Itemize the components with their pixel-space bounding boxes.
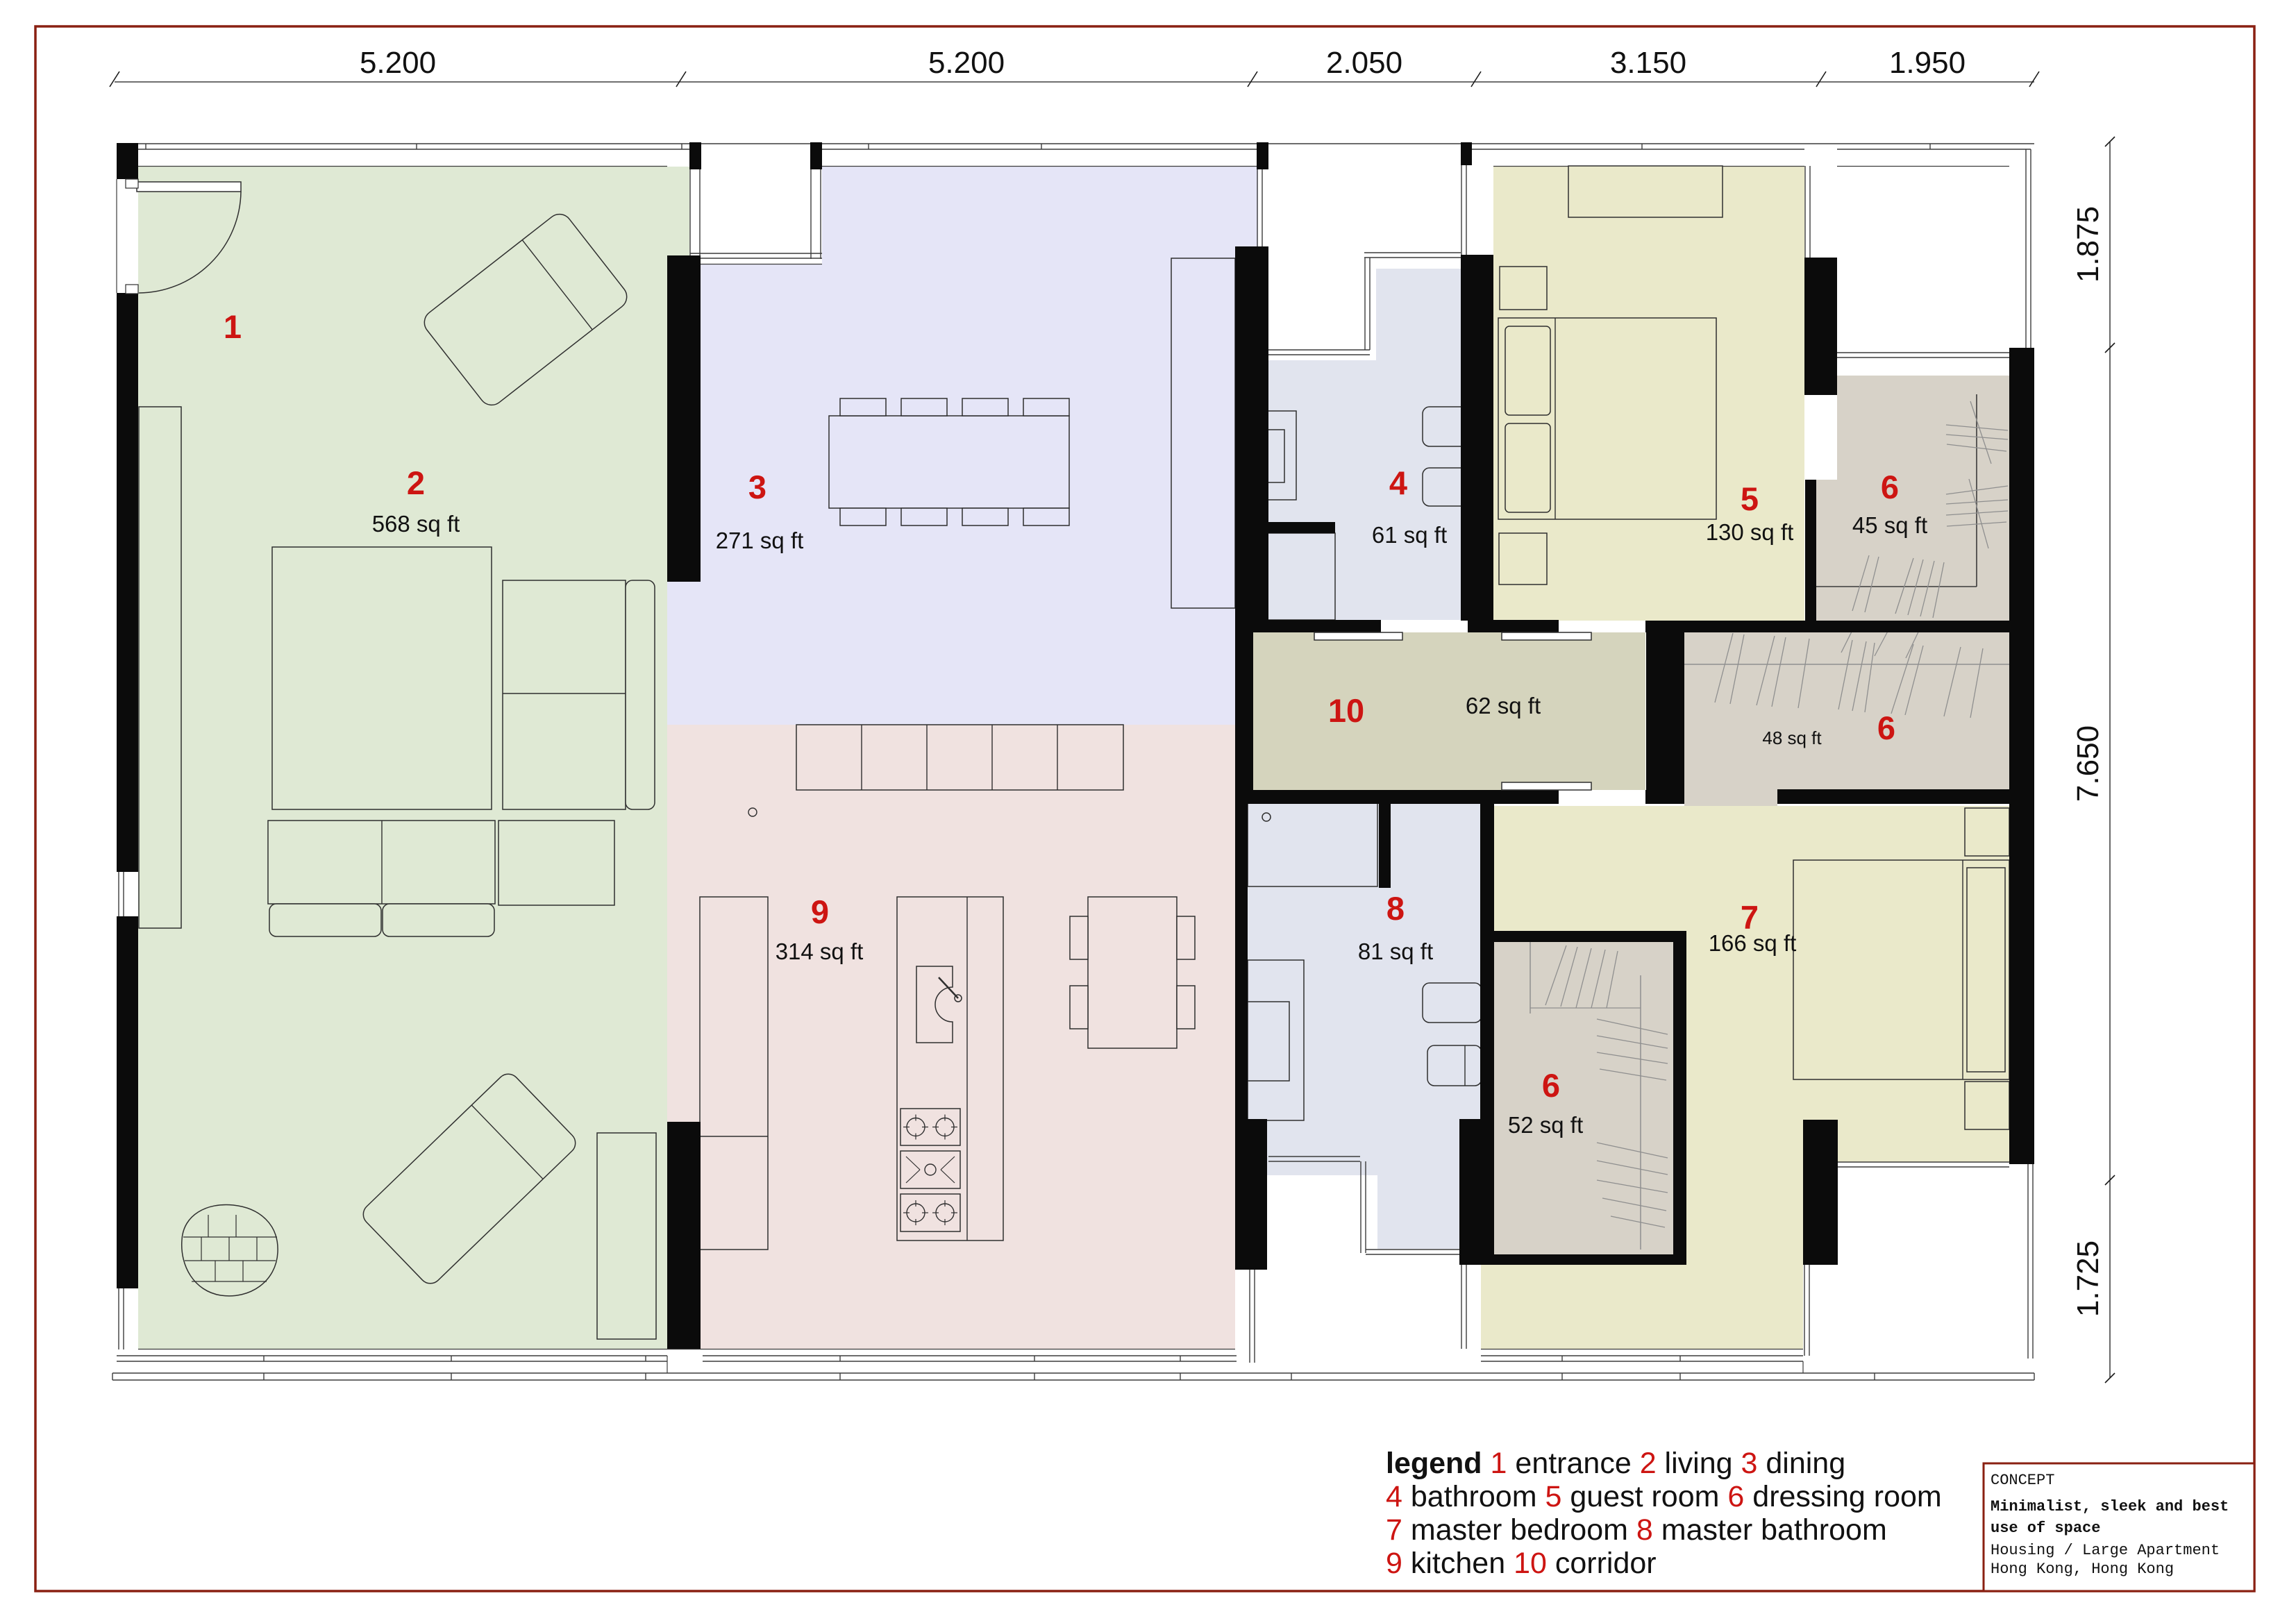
svg-text:Housing / Large Apartment: Housing / Large Apartment xyxy=(1991,1542,2220,1559)
svg-text:2.050: 2.050 xyxy=(1326,46,1402,80)
svg-text:8: 8 xyxy=(1386,890,1405,927)
svg-text:7.650: 7.650 xyxy=(2071,725,2105,802)
svg-text:130 sq ft: 130 sq ft xyxy=(1706,519,1794,545)
svg-text:9 kitchen 10 corridor: 9 kitchen 10 corridor xyxy=(1386,1547,1657,1580)
svg-text:2: 2 xyxy=(407,464,425,501)
svg-text:9: 9 xyxy=(811,893,829,930)
svg-text:166 sq ft: 166 sq ft xyxy=(1709,930,1797,956)
svg-text:5.200: 5.200 xyxy=(360,46,436,80)
svg-text:1.725: 1.725 xyxy=(2071,1241,2105,1317)
svg-text:1.950: 1.950 xyxy=(1889,46,1966,80)
svg-text:3.150: 3.150 xyxy=(1610,46,1686,80)
svg-text:6: 6 xyxy=(1542,1067,1560,1104)
svg-text:1.875: 1.875 xyxy=(2071,206,2105,283)
svg-text:10: 10 xyxy=(1328,692,1364,729)
svg-text:62 sq ft: 62 sq ft xyxy=(1466,693,1541,718)
svg-text:7 master bedroom 8 master bath: 7 master bedroom 8 master bathroom xyxy=(1386,1513,1887,1547)
svg-text:45 sq ft: 45 sq ft xyxy=(1852,512,1927,538)
svg-text:1: 1 xyxy=(224,308,242,345)
svg-text:6: 6 xyxy=(1877,709,1895,746)
svg-text:4: 4 xyxy=(1389,464,1407,501)
svg-text:legend 1 entrance 2 living 3 d: legend 1 entrance 2 living 3 dining xyxy=(1386,1447,1845,1480)
svg-text:use of space: use of space xyxy=(1991,1520,2100,1537)
svg-text:Minimalist, sleek and best: Minimalist, sleek and best xyxy=(1991,1498,2229,1515)
svg-text:61 sq ft: 61 sq ft xyxy=(1372,522,1447,548)
svg-text:568 sq ft: 568 sq ft xyxy=(372,511,460,537)
svg-text:CONCEPT: CONCEPT xyxy=(1991,1472,2054,1489)
svg-text:3: 3 xyxy=(748,469,766,505)
svg-text:Hong Kong, Hong Kong: Hong Kong, Hong Kong xyxy=(1991,1561,2174,1578)
svg-text:271 sq ft: 271 sq ft xyxy=(716,528,804,553)
svg-text:7: 7 xyxy=(1741,899,1759,936)
svg-text:4 bathroom 5 guest room 6 dres: 4 bathroom 5 guest room 6 dressing room xyxy=(1386,1480,1942,1513)
svg-text:6: 6 xyxy=(1881,469,1899,505)
svg-text:314 sq ft: 314 sq ft xyxy=(776,939,864,964)
svg-text:5.200: 5.200 xyxy=(928,46,1005,80)
svg-text:81 sq ft: 81 sq ft xyxy=(1358,939,1433,964)
svg-text:48 sq ft: 48 sq ft xyxy=(1762,728,1822,748)
svg-text:52 sq ft: 52 sq ft xyxy=(1508,1112,1583,1138)
svg-text:5: 5 xyxy=(1741,480,1759,517)
